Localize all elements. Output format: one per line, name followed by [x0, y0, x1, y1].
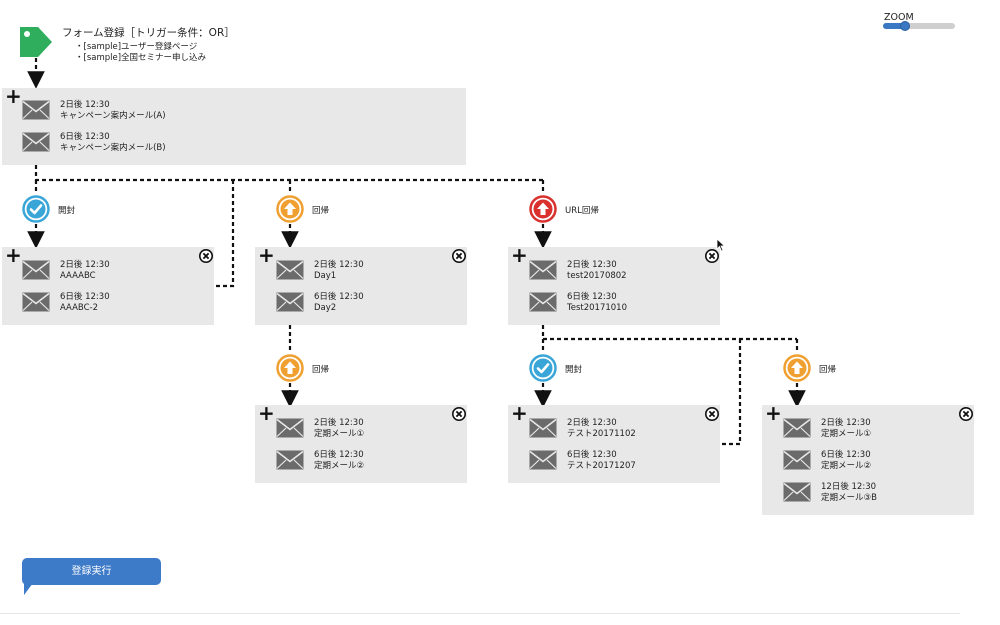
step-box-reply[interactable] — [255, 247, 467, 325]
condition-label: 回帰 — [819, 365, 837, 375]
envelope-icon — [22, 260, 50, 280]
mail-name: 定期メール② — [821, 461, 872, 471]
mail-timing: 2日後 12:30 — [60, 100, 110, 110]
mail-timing: 6日後 12:30 — [821, 450, 871, 460]
mail-name: キャンペーン案内メール(A) — [60, 111, 166, 121]
mail-timing: 2日後 12:30 — [60, 260, 110, 270]
mail-timing: 6日後 12:30 — [314, 292, 364, 302]
up-arrow-circle-icon — [276, 354, 304, 382]
step-box-url-open[interactable] — [508, 405, 720, 483]
up-arrow-circle-icon — [276, 195, 304, 223]
mail-name: Day2 — [314, 303, 337, 313]
condition-label: 開封 — [565, 365, 583, 375]
divider — [0, 613, 960, 614]
close-circle-icon[interactable] — [959, 407, 973, 421]
zoom-label: ZOOM — [884, 12, 914, 23]
envelope-icon — [783, 482, 811, 502]
envelope-icon — [276, 292, 304, 312]
envelope-icon — [783, 418, 811, 438]
mail-timing: 2日後 12:30 — [314, 418, 364, 428]
up-arrow-circle-icon — [783, 354, 811, 382]
zoom-slider-fill — [883, 23, 905, 29]
connector-url-elsewise — [720, 339, 742, 446]
mail-timing: 2日後 12:30 — [567, 418, 617, 428]
zoom-slider-handle[interactable] — [899, 21, 910, 31]
envelope-icon — [276, 260, 304, 280]
mail-name: AAABC-2 — [60, 303, 99, 313]
close-circle-icon[interactable] — [452, 407, 466, 421]
envelope-icon — [276, 418, 304, 438]
mail-timing: 2日後 12:30 — [567, 260, 617, 270]
check-circle-icon — [22, 195, 50, 223]
envelope-icon — [22, 132, 50, 152]
envelope-icon — [22, 100, 50, 120]
envelope-icon — [529, 418, 557, 438]
envelope-icon — [22, 292, 50, 312]
mail-timing: 6日後 12:30 — [567, 292, 617, 302]
mail-name: test20170802 — [567, 271, 627, 281]
step-box-open[interactable] — [2, 247, 214, 325]
mouse-cursor-icon — [716, 238, 726, 252]
step-box-reply-sub[interactable] — [255, 405, 467, 483]
condition-label: 開封 — [58, 206, 76, 216]
mail-name: 定期メール② — [314, 461, 365, 471]
mail-name: テスト20171102 — [567, 429, 636, 439]
condition-label: URL回帰 — [565, 206, 599, 216]
close-circle-icon[interactable] — [705, 249, 719, 263]
close-circle-icon[interactable] — [452, 249, 466, 263]
envelope-icon — [529, 260, 557, 280]
close-circle-icon[interactable] — [705, 407, 719, 421]
add-step-button[interactable]: + — [5, 243, 22, 267]
submit-button-tail — [24, 583, 33, 595]
step-box-url[interactable] — [508, 247, 720, 325]
mail-timing: 2日後 12:30 — [821, 418, 871, 428]
mail-name: テスト20171207 — [567, 461, 636, 471]
trigger-title: フォーム登録［トリガー条件：OR］ — [62, 27, 235, 39]
mail-timing: 6日後 12:30 — [60, 132, 110, 142]
up-arrow-circle-icon — [529, 195, 557, 223]
submit-button[interactable]: 登録実行 — [22, 558, 161, 585]
envelope-icon — [276, 450, 304, 470]
mail-timing: 6日後 12:30 — [60, 292, 110, 302]
envelope-icon — [783, 450, 811, 470]
tag-icon — [20, 27, 52, 57]
add-step-button[interactable]: + — [258, 243, 275, 267]
mail-timing: 6日後 12:30 — [314, 450, 364, 460]
zoom-slider[interactable] — [883, 21, 955, 31]
mail-name: 定期メール① — [821, 429, 872, 439]
mail-name: Day1 — [314, 271, 337, 281]
add-step-button[interactable]: + — [5, 84, 22, 108]
mail-name: Test20171010 — [567, 303, 628, 313]
mail-timing: 6日後 12:30 — [567, 450, 617, 460]
add-step-button[interactable]: + — [511, 243, 528, 267]
check-circle-icon — [529, 354, 557, 382]
trigger-form-item: ・[sample]ユーザー登録ページ — [75, 42, 198, 52]
mail-timing: 12日後 12:30 — [821, 482, 877, 492]
mail-name: AAAABC — [60, 271, 96, 281]
mail-name: 定期メール① — [314, 429, 365, 439]
condition-label: 回帰 — [312, 365, 330, 375]
envelope-icon — [529, 292, 557, 312]
connector-root-bus — [34, 165, 543, 182]
mail-name: 定期メール③B — [821, 493, 877, 503]
add-step-button[interactable]: + — [258, 401, 275, 425]
add-step-button[interactable]: + — [511, 401, 528, 425]
condition-label: 回帰 — [312, 206, 330, 216]
mail-timing: 2日後 12:30 — [314, 260, 364, 270]
trigger-form-item: ・[sample]全国セミナー申し込み — [75, 53, 207, 63]
close-circle-icon[interactable] — [199, 249, 213, 263]
mail-name: キャンペーン案内メール(B) — [60, 143, 166, 153]
add-step-button[interactable]: + — [765, 401, 782, 425]
envelope-icon — [529, 450, 557, 470]
connector-url-bus — [541, 325, 797, 341]
connector-open-elsewise — [214, 180, 235, 288]
step-box-root[interactable] — [2, 88, 466, 165]
